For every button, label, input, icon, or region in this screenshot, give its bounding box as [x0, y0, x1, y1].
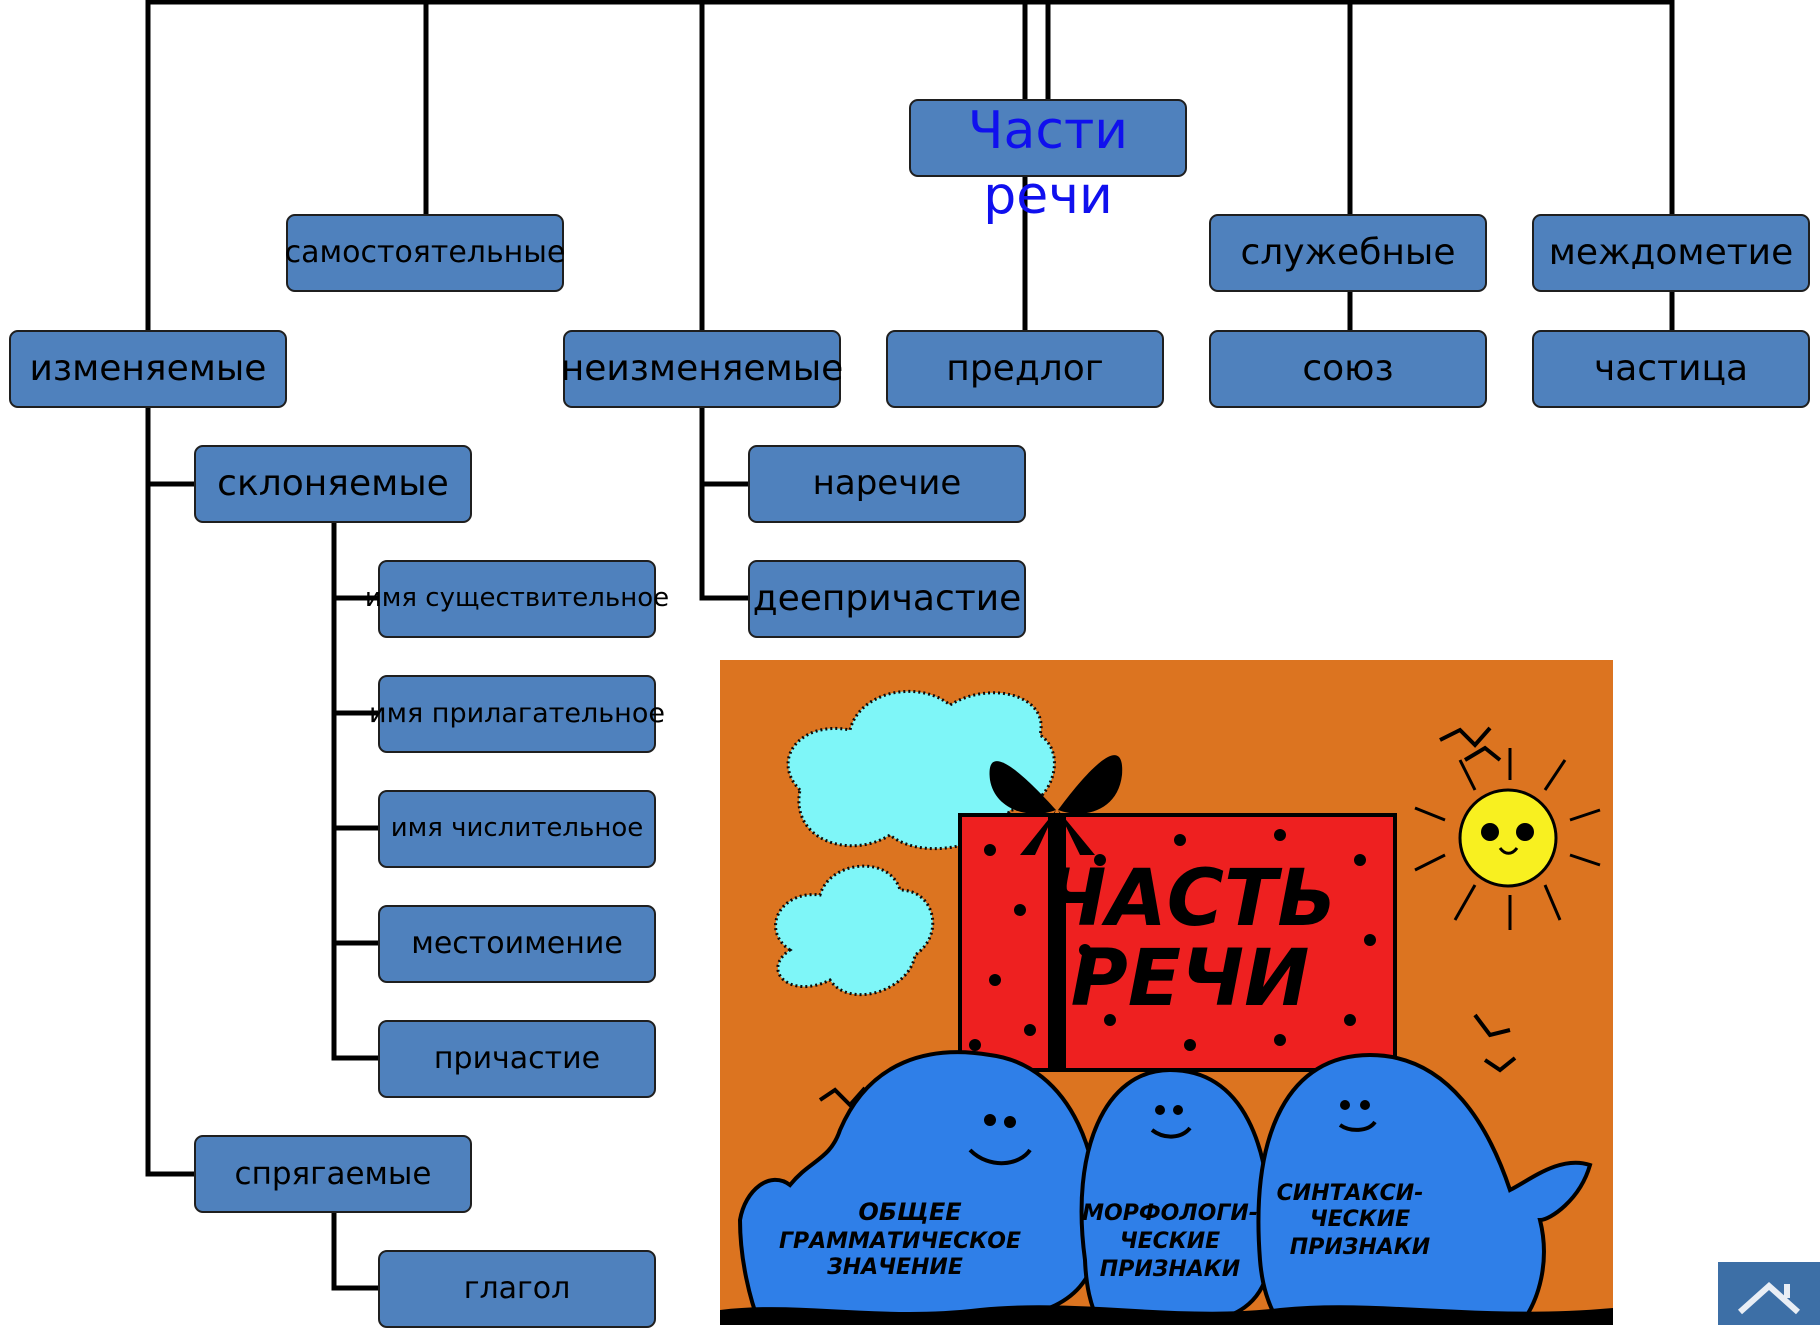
node-pronoun: местоимение — [378, 905, 656, 983]
node-service: служебные — [1209, 214, 1487, 292]
whale-right-line-2: ЧЕСКИЕ — [1310, 1207, 1410, 1232]
whale-right-line-1: СИНТАКСИ- — [1277, 1181, 1424, 1206]
whale-left-line-1: ОБЩЕЕ — [858, 1198, 962, 1226]
whale-middle-line-3: ПРИЗНАКИ — [1100, 1257, 1240, 1282]
home-nav-button[interactable] — [1718, 1262, 1820, 1325]
home-icon[interactable] — [1718, 1262, 1820, 1325]
whale-middle-line-1: МОРФОЛОГИ- — [1082, 1201, 1258, 1226]
whale-middle-line-2: ЧЕСКИЕ — [1120, 1229, 1220, 1254]
whale-right-line-3: ПРИЗНАКИ — [1290, 1235, 1430, 1260]
box-title-line-2: РЕЧИ — [1071, 934, 1310, 1024]
whale-left-line-2: ГРАММАТИЧЕСКОЕ — [779, 1229, 1021, 1254]
root-node: Части речи — [909, 99, 1187, 226]
node-verb: глагол — [378, 1250, 656, 1328]
node-gerund: деепричастие — [748, 560, 1026, 638]
box-title-line-1: ЧАСТЬ — [1043, 854, 1336, 944]
node-adjective: имя прилагательное — [369, 675, 665, 753]
parts-of-speech-illustration: ЧАСТЬ РЕЧИ — [720, 660, 1613, 1325]
node-changeable: изменяемые — [9, 330, 287, 408]
node-independent: самостоятельные — [285, 214, 565, 292]
root-line-2: речи — [983, 166, 1113, 226]
root-line-1: Части — [967, 101, 1129, 161]
node-numeral: имя числительное — [378, 790, 656, 868]
node-interjection: междометие — [1532, 214, 1810, 292]
node-conjunction: союз — [1209, 330, 1487, 408]
node-noun: имя существительное — [365, 560, 669, 638]
whale-left-line-3: ЗНАЧЕНИЕ — [826, 1255, 963, 1280]
node-declinable: склоняемые — [194, 445, 472, 523]
node-unchangeable: неизменяемые — [561, 330, 843, 408]
node-particle: частица — [1532, 330, 1810, 408]
node-participle: причастие — [378, 1020, 656, 1098]
node-conjugable: спрягаемые — [194, 1135, 472, 1213]
node-adverb: наречие — [748, 445, 1026, 523]
node-preposition: предлог — [886, 330, 1164, 408]
